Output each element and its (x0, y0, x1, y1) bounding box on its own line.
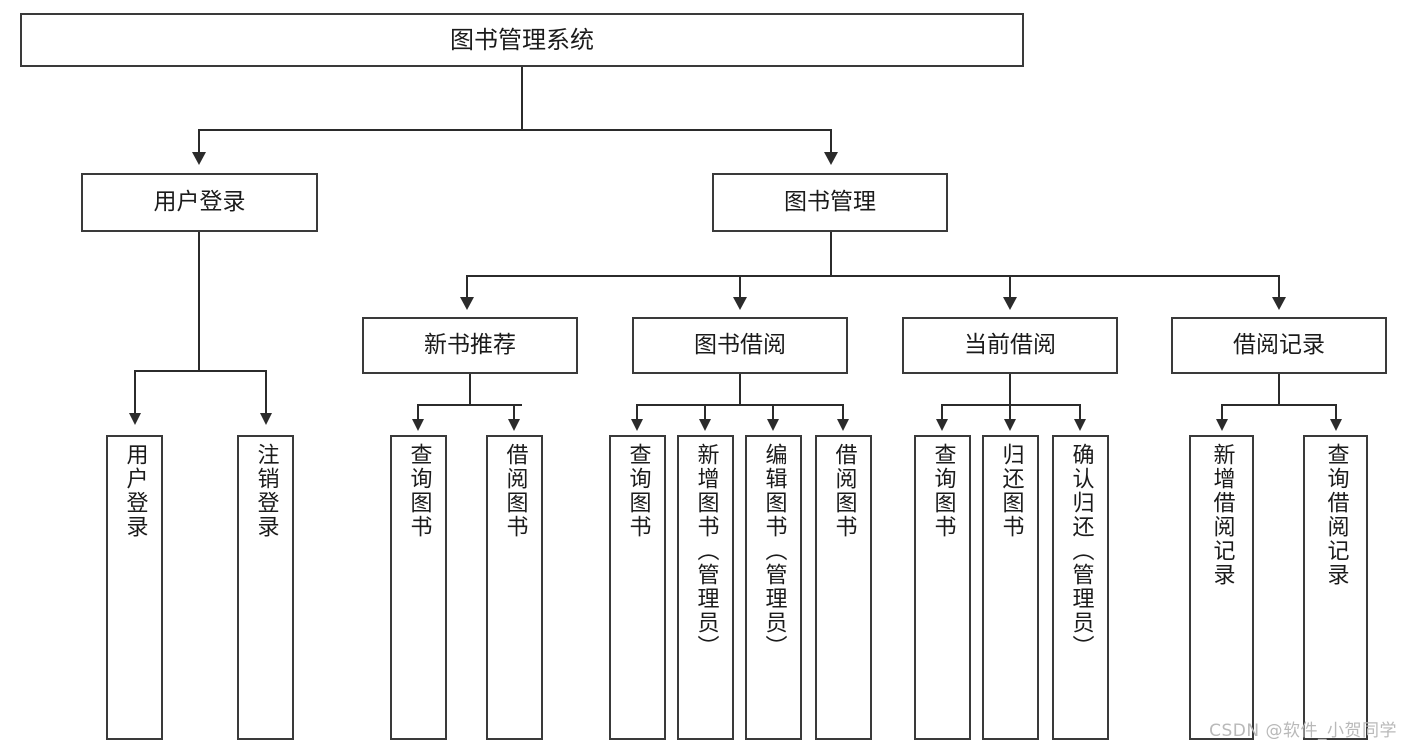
leaf-cb-query-book[interactable]: 查询图书 (914, 435, 971, 740)
node-book-borrow[interactable]: 图书借阅 (632, 317, 848, 374)
node-label: 查询借阅记录 (1323, 443, 1349, 587)
node-root-system[interactable]: 图书管理系统 (20, 13, 1024, 67)
node-label: 新增借阅记录 (1209, 443, 1235, 587)
edge-user-login-stem (198, 232, 200, 372)
leaf-bb-borrow-book[interactable]: 借阅图书 (815, 435, 872, 740)
arrowhead-leaf-borrow-book-nbr (508, 419, 520, 431)
edge-nbr-bus (417, 404, 522, 406)
edge-cb-bus (941, 404, 1081, 406)
edge-br-bus (1221, 404, 1337, 406)
node-label: 查询图书 (406, 443, 432, 539)
arrowhead-leaf-borrow-book-bb (837, 419, 849, 431)
node-user-login[interactable]: 用户登录 (81, 173, 318, 232)
arrowhead-leaf-confirm-return (1074, 419, 1086, 431)
node-label: 图书管理 (784, 188, 876, 215)
node-borrow-record[interactable]: 借阅记录 (1171, 317, 1387, 374)
arrowhead-leaf-query-record (1330, 419, 1342, 431)
arrowhead-borrow-record (1272, 297, 1286, 310)
arrowhead-book-borrow (733, 297, 747, 310)
arrowhead-leaf-query-book-nbr (412, 419, 424, 431)
leaf-cb-confirm-return[interactable]: 确认归还（管理员） (1052, 435, 1109, 740)
leaf-nbr-borrow-book[interactable]: 借阅图书 (486, 435, 543, 740)
node-label: 用户登录 (122, 443, 148, 539)
edge-bb-drop-2 (704, 404, 706, 421)
edge-bm-drop-borrow (739, 275, 741, 301)
edge-bb-drop-4 (842, 404, 844, 421)
edge-root-to-user-login (198, 129, 200, 156)
arrowhead-leaf-add-book (699, 419, 711, 431)
edge-cb-drop-3 (1079, 404, 1081, 421)
edge-cb-stem (1009, 374, 1011, 406)
node-label: 借阅图书 (502, 443, 528, 539)
edge-cb-drop-1 (941, 404, 943, 421)
leaf-bb-query-book[interactable]: 查询图书 (609, 435, 666, 740)
edge-bb-bus (636, 404, 844, 406)
node-current-borrow[interactable]: 当前借阅 (902, 317, 1118, 374)
edge-user-login-drop-2 (265, 370, 267, 418)
node-label: 新增图书（管理员） (693, 443, 719, 659)
edge-root-bus (198, 129, 832, 131)
node-label: 注销登录 (253, 443, 279, 539)
edge-bm-drop-new-book (466, 275, 468, 301)
node-label: 查询图书 (930, 443, 956, 539)
node-label: 借阅记录 (1233, 331, 1325, 358)
node-label: 借阅图书 (831, 443, 857, 539)
node-label: 用户登录 (153, 188, 246, 215)
node-label: 查询图书 (625, 443, 651, 539)
node-label: 图书管理系统 (450, 25, 594, 54)
node-label: 归还图书 (998, 443, 1024, 539)
edge-br-drop-1 (1221, 404, 1223, 421)
node-new-book-recommend[interactable]: 新书推荐 (362, 317, 578, 374)
leaf-bb-add-book[interactable]: 新增图书（管理员） (677, 435, 734, 740)
leaf-cb-return-book[interactable]: 归还图书 (982, 435, 1039, 740)
leaf-br-query-record[interactable]: 查询借阅记录 (1303, 435, 1368, 740)
edge-book-manage-stem (830, 232, 832, 277)
edge-bm-drop-current (1009, 275, 1011, 301)
node-label: 确认归还（管理员） (1068, 443, 1094, 659)
arrowhead-user-login (192, 152, 206, 165)
edge-root-stem (521, 67, 523, 130)
edge-br-drop-2 (1335, 404, 1337, 421)
edge-bb-stem (739, 374, 741, 406)
arrowhead-book-manage (824, 152, 838, 165)
node-label: 当前借阅 (964, 331, 1056, 358)
leaf-user-login[interactable]: 用户登录 (106, 435, 163, 740)
edge-bb-drop-3 (772, 404, 774, 421)
node-label: 图书借阅 (694, 331, 786, 358)
edge-root-to-book-manage (830, 129, 832, 156)
arrowhead-new-book-recommend (460, 297, 474, 310)
edge-bm-drop-record (1278, 275, 1280, 301)
edge-nbr-drop-2 (513, 404, 515, 421)
leaf-bb-edit-book[interactable]: 编辑图书（管理员） (745, 435, 802, 740)
arrowhead-leaf-user-login (129, 413, 141, 425)
edge-cb-drop-2 (1009, 404, 1011, 421)
edge-nbr-drop-1 (417, 404, 419, 421)
arrowhead-leaf-query-book-bb (631, 419, 643, 431)
node-label: 编辑图书（管理员） (761, 443, 787, 659)
leaf-br-add-record[interactable]: 新增借阅记录 (1189, 435, 1254, 740)
arrowhead-current-borrow (1003, 297, 1017, 310)
edge-user-login-bus (134, 370, 266, 372)
arrowhead-leaf-query-book-cb (936, 419, 948, 431)
edge-bb-drop-1 (636, 404, 638, 421)
arrowhead-leaf-add-record (1216, 419, 1228, 431)
arrowhead-leaf-logout (260, 413, 272, 425)
edge-nbr-stem (469, 374, 471, 406)
edge-book-manage-bus (466, 275, 1280, 277)
leaf-logout[interactable]: 注销登录 (237, 435, 294, 740)
edge-br-stem (1278, 374, 1280, 406)
node-book-manage[interactable]: 图书管理 (712, 173, 948, 232)
node-label: 新书推荐 (424, 331, 516, 358)
arrowhead-leaf-return-book (1004, 419, 1016, 431)
leaf-nbr-query-book[interactable]: 查询图书 (390, 435, 447, 740)
arrowhead-leaf-edit-book (767, 419, 779, 431)
edge-user-login-drop-1 (134, 370, 136, 418)
